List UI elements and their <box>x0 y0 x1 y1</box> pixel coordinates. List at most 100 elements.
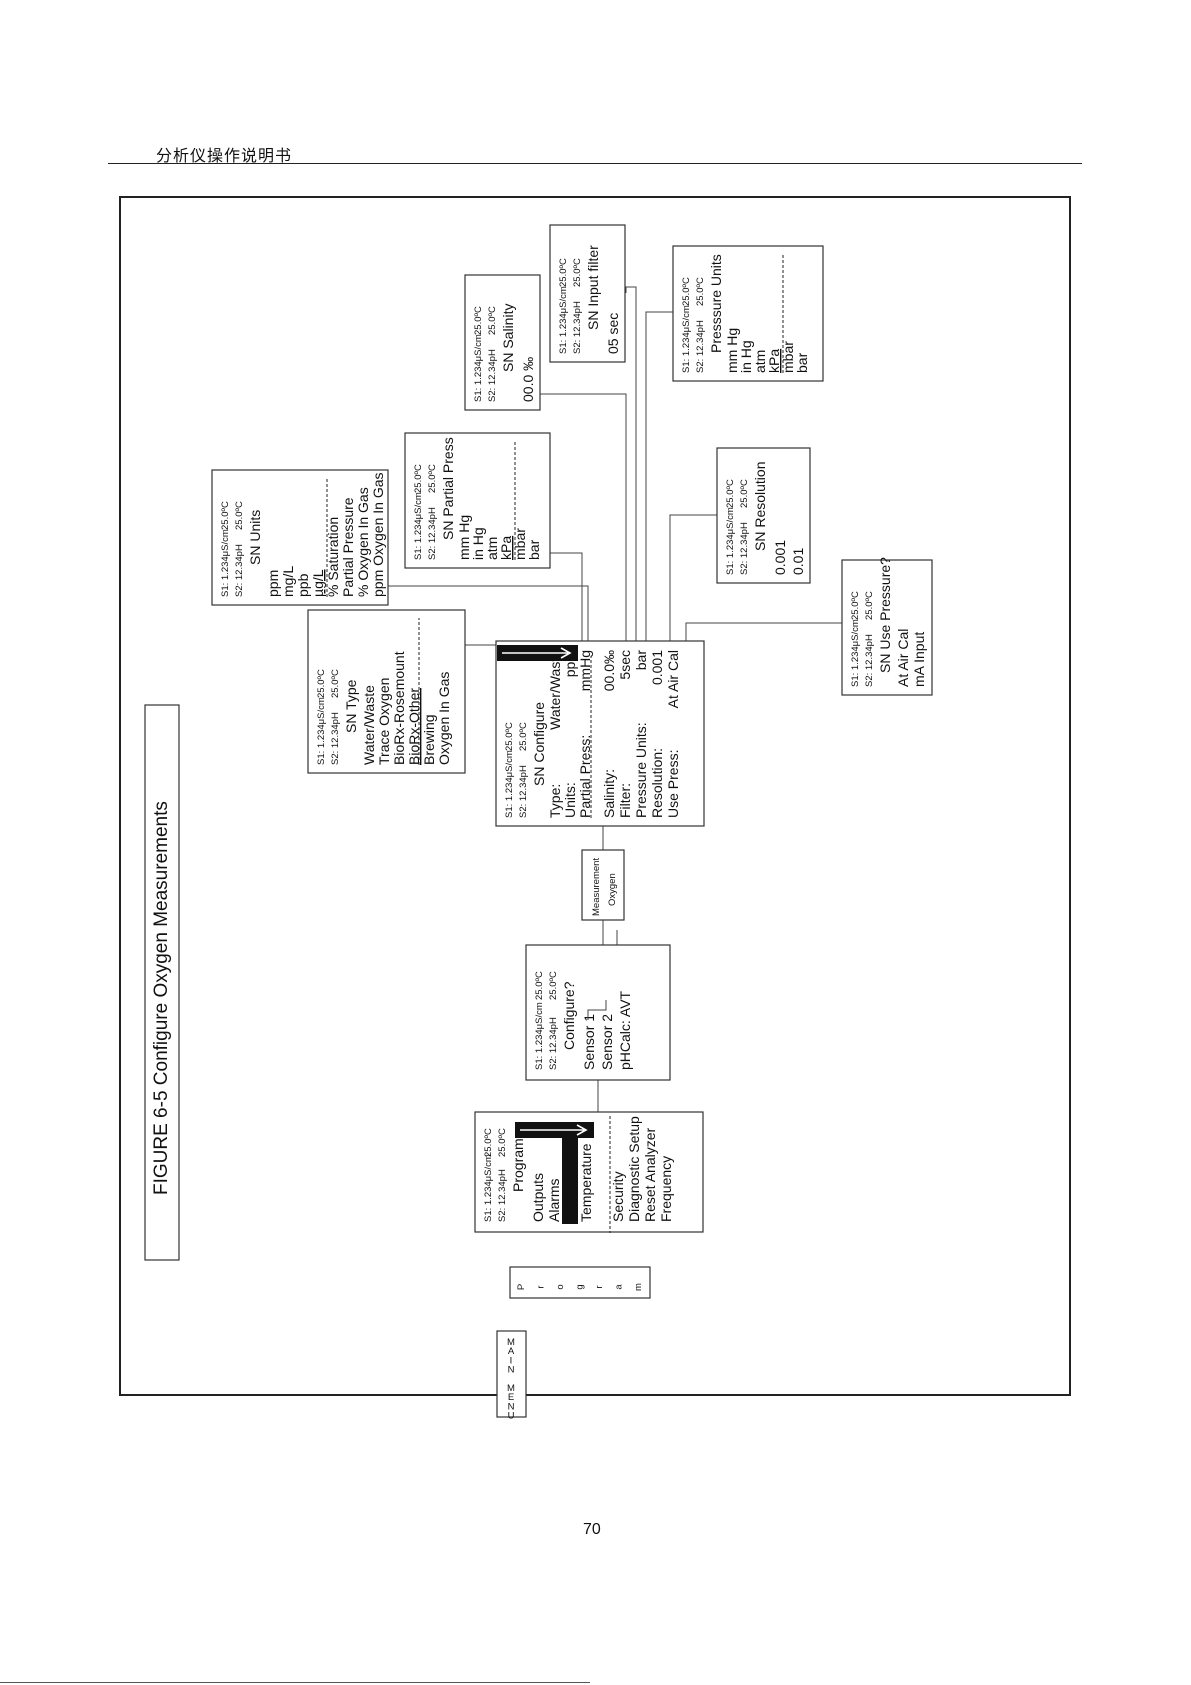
status-line-s2: S2: 12.34pH <box>695 320 706 373</box>
sn-units-item: % Oxygen In Gas <box>355 487 371 597</box>
figure-title-box <box>144 704 180 1261</box>
sn-type-screen: S1: 1.234μS/cm 25.0ºC S2: 12.34pH 25.0ºC… <box>307 609 466 774</box>
main-menu-letter: A <box>508 1346 515 1357</box>
sn-configure-row-label: Resolution: <box>649 748 665 818</box>
sn-type-item: Trace Oxygen <box>376 678 392 765</box>
status-temp-1: 25.0ºC <box>504 722 515 751</box>
sn-use-pressure-screen: S1: 1.234μS/cm 25.0ºC S2: 12.34pH 25.0ºC… <box>841 557 933 696</box>
sn-units-item: mg/L <box>280 566 296 597</box>
main-menu-letter: I <box>510 1355 513 1366</box>
status-line-s1: S1: 1.234μS/cm <box>220 529 231 597</box>
status-line-s1: S1: 1.234μS/cm <box>850 619 861 687</box>
measurement-label: Measurement <box>591 858 602 916</box>
status-temp-2: 25.0ºC <box>427 464 438 493</box>
status-line-s2: S2: 12.34pH <box>864 634 875 687</box>
sn-salinity-screen: S1: 1.234μS/cm 25.0ºC S2: 12.34pH 25.0ºC… <box>464 274 541 411</box>
configure-item: Sensor 1 <box>581 1014 597 1070</box>
sn-partial-press-item: kPa <box>498 536 514 560</box>
sn-units-item: µg/L <box>310 569 326 597</box>
status-line-s2: S2: 12.34pH <box>572 301 583 354</box>
status-line-s1: S1: 1.234μS/cm <box>534 1002 545 1070</box>
sn-use-pressure-item: mA Input <box>911 632 927 687</box>
sn-pressure-units-item: mbar <box>780 341 796 373</box>
program-menu-letter: a <box>614 1284 625 1290</box>
program-menu-letter: r <box>536 1285 547 1288</box>
program-menu-letter: o <box>555 1284 566 1289</box>
status-line-s2: S2: 12.34pH <box>548 1017 559 1070</box>
status-temp-2: 25.0ºC <box>548 971 559 1000</box>
status-line-s1: S1: 1.234μS/cm <box>504 750 515 818</box>
sn-configure-row-label: Filter: <box>617 783 633 818</box>
status-temp-2: 25.0ºC <box>234 501 245 530</box>
status-temp-2: 25.0ºC <box>487 306 498 335</box>
figure-title: FIGURE 6-5 Configure Oxygen Measurements <box>151 801 172 1195</box>
sn-pressure-units-item: bar <box>794 352 810 373</box>
status-temp-2: 25.0ºC <box>695 277 706 306</box>
main-menu-letter: U <box>508 1411 515 1422</box>
status-temp-1: 25.0ºC <box>413 464 424 493</box>
status-temp-2: 25.0ºC <box>518 722 529 751</box>
status-line-s2: S2: 12.34pH <box>487 349 498 402</box>
program-item: Frequency <box>658 1156 674 1222</box>
program-menu-letter: g <box>575 1284 586 1289</box>
main-menu-letter: M <box>507 1383 515 1394</box>
status-line-s1: S1: 1.234μS/cm <box>558 286 569 354</box>
sn-salinity-title: SN Salinity <box>500 304 516 372</box>
header-rule <box>108 163 1082 164</box>
sn-configure-row-label: Use Press: <box>665 750 681 818</box>
footer-rule <box>0 1682 590 1683</box>
sn-resolution-title: SN Resolution <box>752 462 768 552</box>
sn-partial-press-item: mm Hg <box>456 515 472 560</box>
sn-configure-row-value: bar <box>633 650 649 671</box>
status-line-s1: S1: 1.234μS/cm <box>316 697 327 765</box>
sn-pressure-units-screen: S1: 1.234μS/cm 25.0ºC S2: 12.34pH 25.0ºC… <box>672 245 824 382</box>
sn-partial-press-item: in Hg <box>470 527 486 560</box>
document-header-title: 分析仪操作说明书 <box>156 146 293 165</box>
status-temp-1: 25.0ºC <box>220 501 231 530</box>
sn-salinity-value: 00.0 ‰ <box>520 357 536 402</box>
program-title: Program <box>510 1138 526 1192</box>
status-line-s2: S2: 12.34pH <box>739 522 750 575</box>
program-arrow-bar <box>515 1122 594 1138</box>
sn-pressure-units-item: in Hg <box>738 340 754 373</box>
sn-input-filter-title: SN Input filter <box>585 245 601 330</box>
status-line-s1: S1: 1.234μS/cm <box>473 334 484 402</box>
sn-configure-arrow-bar <box>497 645 578 661</box>
sn-type-item: Brewing <box>421 714 437 765</box>
main-menu-letter: N <box>508 1365 515 1376</box>
status-line-s2: S2: 12.34pH <box>427 507 438 560</box>
status-line-s2: S2: 12.34pH <box>234 544 245 597</box>
sn-input-filter-value: 05 sec <box>605 313 621 354</box>
main-menu-letter: M <box>507 1337 515 1348</box>
sn-resolution-item: 0.01 <box>790 548 806 575</box>
main-menu-letter: N <box>508 1401 515 1412</box>
status-temp-1: 25.0ºC <box>483 1128 494 1157</box>
sn-type-item: Oxygen In Gas <box>436 672 452 765</box>
sn-configure-row-value: 00.0‰ <box>601 650 617 691</box>
program-item-selected: Measurement <box>562 1136 578 1222</box>
sn-units-item: Partial Pressure <box>340 497 356 597</box>
program-menu-letter: r <box>594 1285 605 1288</box>
sn-use-pressure-item: At Air Cal <box>895 629 911 687</box>
sn-configure-screen: S1: 1.234μS/cm 25.0ºC S2: 12.34pH 25.0ºC… <box>495 640 705 827</box>
program-item: Security <box>610 1171 626 1222</box>
status-temp-1: 25.0ºC <box>850 591 861 620</box>
sn-configure-row-value: 0.001 <box>649 650 665 685</box>
sn-configure-row-label: Units: <box>562 782 578 818</box>
sn-pressure-units-item: mm Hg <box>724 328 740 373</box>
sn-units-item: % Saturation <box>325 517 341 597</box>
sn-partial-press-title: SN Partial Press <box>440 437 456 540</box>
configure-screen: S1: 1.234μS/cm 25.0ºC S2: 12.34pH 25.0ºC… <box>525 944 671 1081</box>
sn-pressure-units-title: Presssure Units <box>708 254 724 353</box>
configure-item: Sensor 2 <box>599 1014 615 1070</box>
status-temp-2: 25.0ºC <box>330 669 341 698</box>
sn-resolution-item: 0.001 <box>772 540 788 575</box>
status-temp-2: 25.0ºC <box>864 591 875 620</box>
sn-units-title: SN Units <box>247 510 263 565</box>
sn-units-item: ppm Oxygen In Gas <box>370 472 386 597</box>
program-item: Temperature <box>578 1143 594 1222</box>
configure-title: Configure? <box>561 981 577 1050</box>
sn-type-item: BioRx-Rosemount <box>391 651 407 765</box>
sn-configure-row-label: Partial Press: <box>577 735 593 818</box>
